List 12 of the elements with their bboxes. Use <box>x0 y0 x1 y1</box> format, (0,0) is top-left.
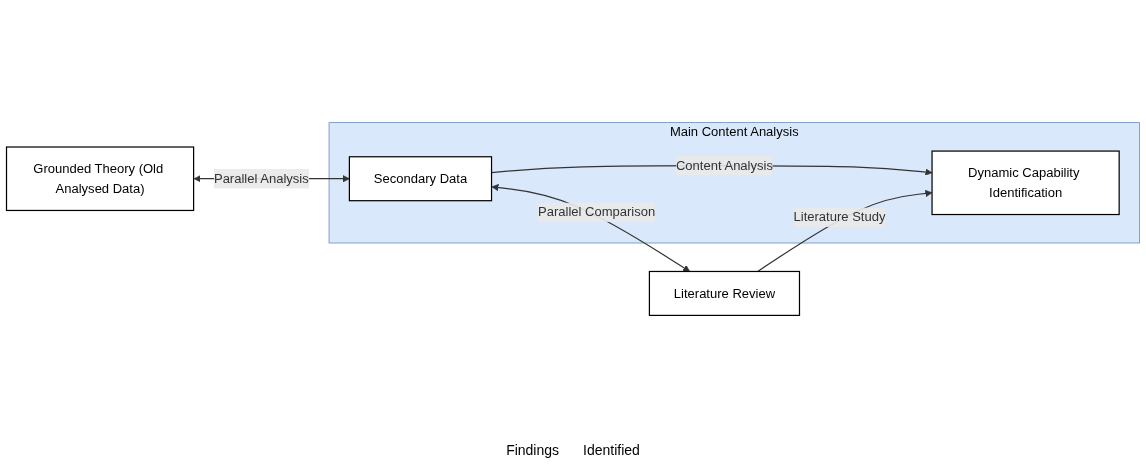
arrow <box>757 189 933 273</box>
note-text: Identified <box>583 442 640 458</box>
arrow <box>491 184 691 272</box>
node-box: Grounded Theory (Old Analysed Data) <box>5 146 195 212</box>
node-box: Dynamic Capability Identification <box>931 150 1120 216</box>
edge-label: Literature Study <box>793 209 886 224</box>
edge-label: Content Analysis <box>675 158 773 173</box>
edge-label: Parallel Analysis <box>213 171 309 186</box>
node-box: Secondary Data <box>348 156 493 202</box>
node-box: Literature Review <box>648 270 801 316</box>
edge-label: Parallel Comparison <box>537 205 656 219</box>
note-text: Findings <box>506 442 560 458</box>
